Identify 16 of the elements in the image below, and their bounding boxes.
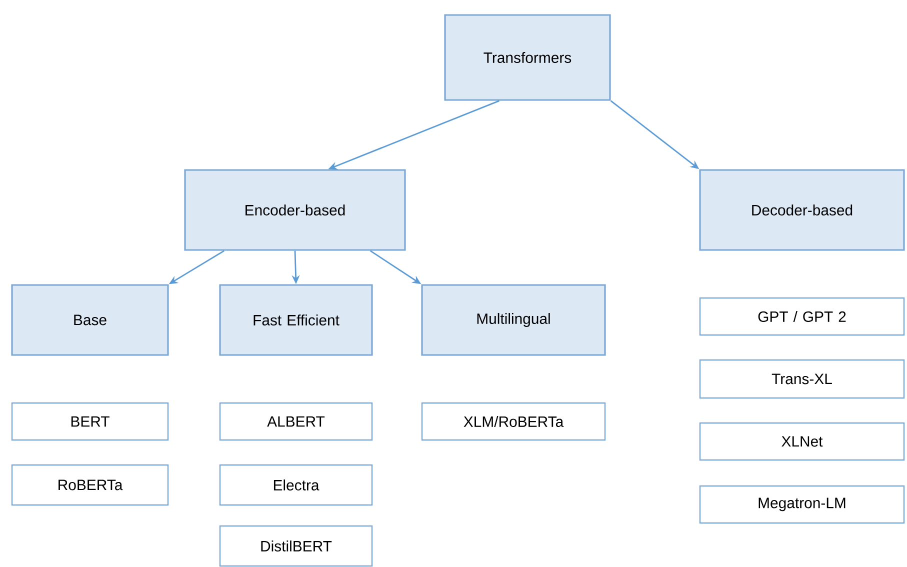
category-box: Base [11, 284, 169, 356]
model-box: Trans-XL [699, 359, 905, 399]
category-box: Multilingual [421, 284, 606, 356]
model-box: RoBERTa [11, 464, 169, 506]
model-box: DistilBERT [219, 525, 373, 567]
model-box: BERT [11, 402, 169, 441]
category-box: Transformers [444, 14, 611, 101]
model-box: XLNet [699, 422, 905, 461]
category-box: Fast Efficient [219, 284, 373, 356]
model-box: Megatron-LM [699, 485, 905, 524]
model-box: Electra [219, 464, 373, 506]
category-box: Decoder-based [699, 169, 905, 251]
model-box: GPT / GPT 2 [699, 297, 905, 336]
category-box: Encoder-based [184, 169, 406, 251]
model-box: XLM/RoBERTa [421, 402, 606, 441]
model-box: ALBERT [219, 402, 373, 441]
